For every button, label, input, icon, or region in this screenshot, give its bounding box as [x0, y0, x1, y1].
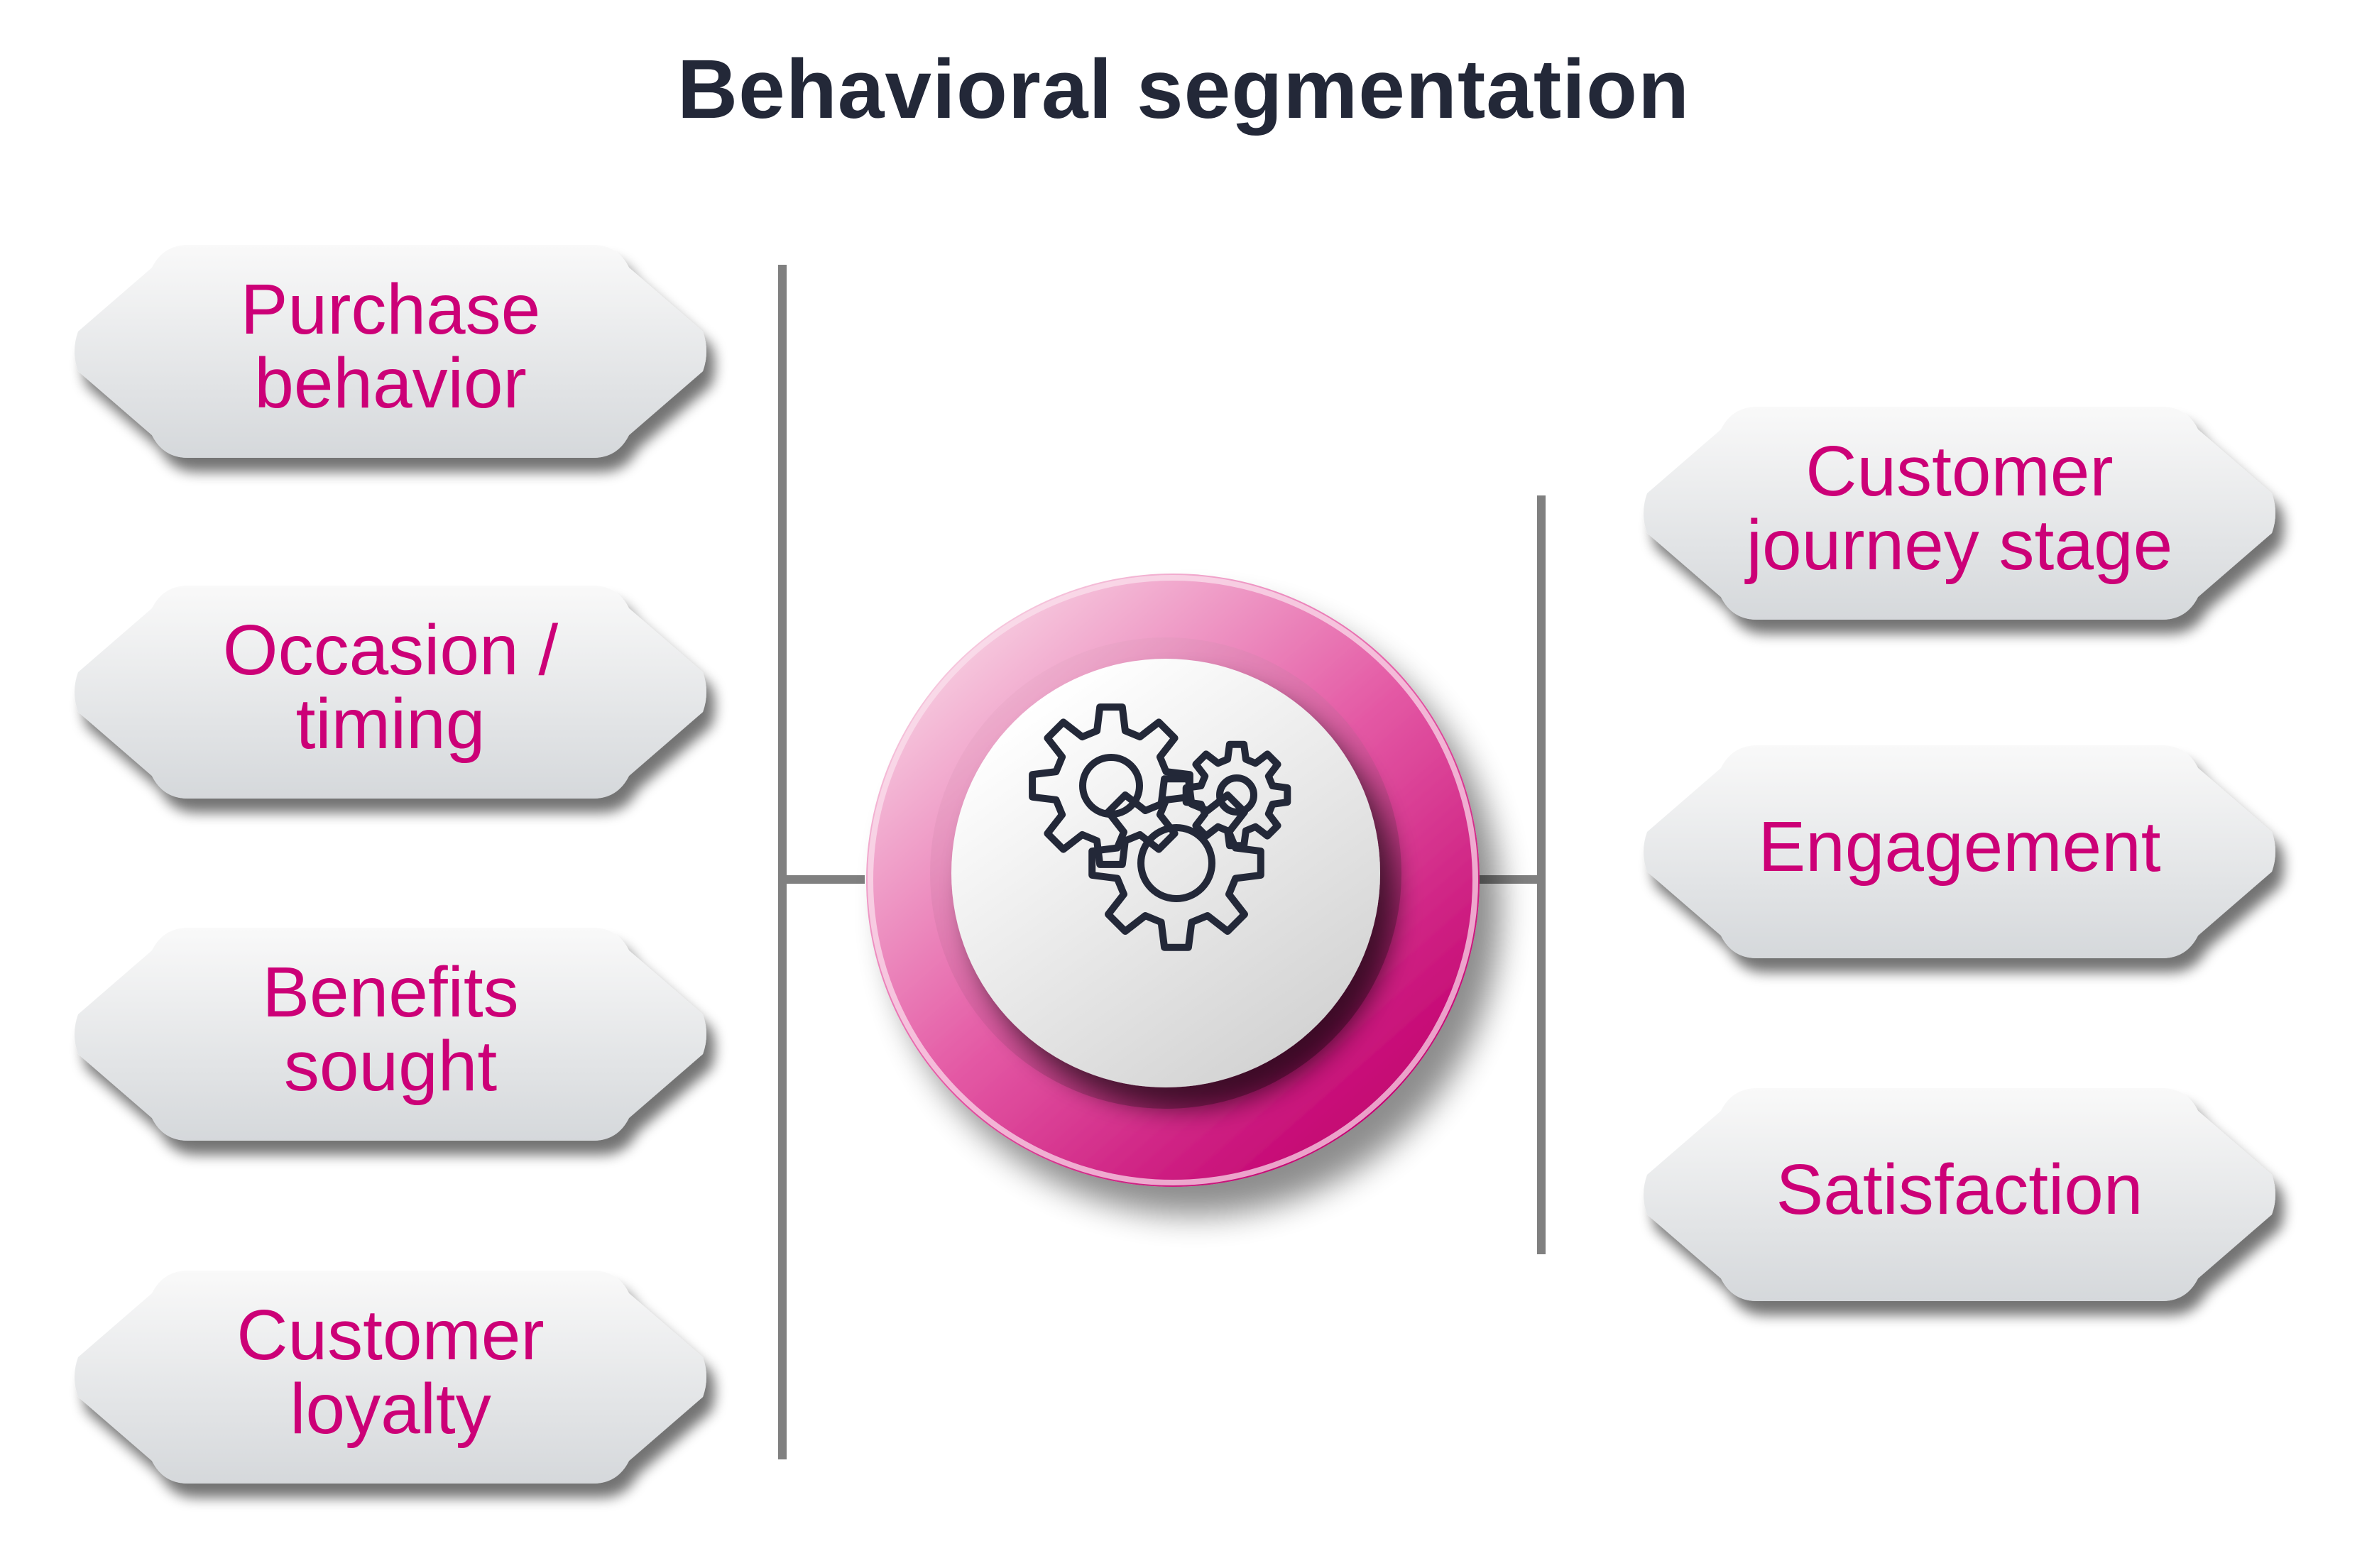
- segment-customer-journey-stage: Customer journey stage: [1640, 407, 2279, 620]
- gear-small: [1182, 740, 1291, 850]
- hexagon-shape: [1644, 745, 2275, 958]
- outer-ring-highlight: [868, 575, 1478, 1185]
- segment-occasion-timing: Occasion / timing: [71, 586, 710, 799]
- gear-hole: [1137, 824, 1215, 902]
- hexagon-shape: [1644, 1088, 2275, 1301]
- inner-disc: [951, 659, 1380, 1087]
- segment-satisfaction: Satisfaction: [1640, 1088, 2279, 1301]
- right-connector-arm: [1463, 875, 1541, 884]
- gear-hole: [1216, 774, 1257, 816]
- gear-outline: [1029, 703, 1193, 868]
- hexagon-shape: [75, 586, 706, 799]
- left-bracket-line: [778, 265, 787, 1459]
- gear-outline: [1088, 775, 1264, 951]
- gear-large-bottom: [1088, 775, 1264, 951]
- segment-purchase-behavior: Purchase behavior: [71, 245, 710, 458]
- segment-customer-loyalty: Customer loyalty: [71, 1271, 710, 1484]
- hexagon-shape: [75, 1271, 706, 1484]
- segment-label: Engagement: [1758, 806, 2161, 887]
- segment-label: Satisfaction: [1776, 1149, 2143, 1229]
- segment-label: Customer loyalty: [236, 1295, 545, 1449]
- segment-label: Customer journey stage: [1746, 431, 2173, 585]
- segment-label: Occasion / timing: [222, 610, 559, 764]
- hub-graphic: [866, 574, 1480, 1187]
- central-hub: [860, 568, 1485, 1193]
- segment-benefits-sought: Benefits sought: [71, 928, 710, 1141]
- gear-outline: [1182, 740, 1291, 850]
- diagram-title: Behavioral segmentation: [677, 43, 1690, 136]
- gears-icon: [1029, 703, 1291, 951]
- hexagon-shape: [75, 928, 706, 1141]
- segment-label: Purchase behavior: [240, 269, 541, 423]
- hexagon-shape: [75, 245, 706, 458]
- segment-label: Benefits sought: [262, 952, 519, 1106]
- left-connector-arm: [787, 875, 865, 884]
- segment-engagement: Engagement: [1640, 745, 2279, 958]
- right-bracket-line: [1537, 495, 1546, 1254]
- hexagon-shape: [1644, 407, 2275, 620]
